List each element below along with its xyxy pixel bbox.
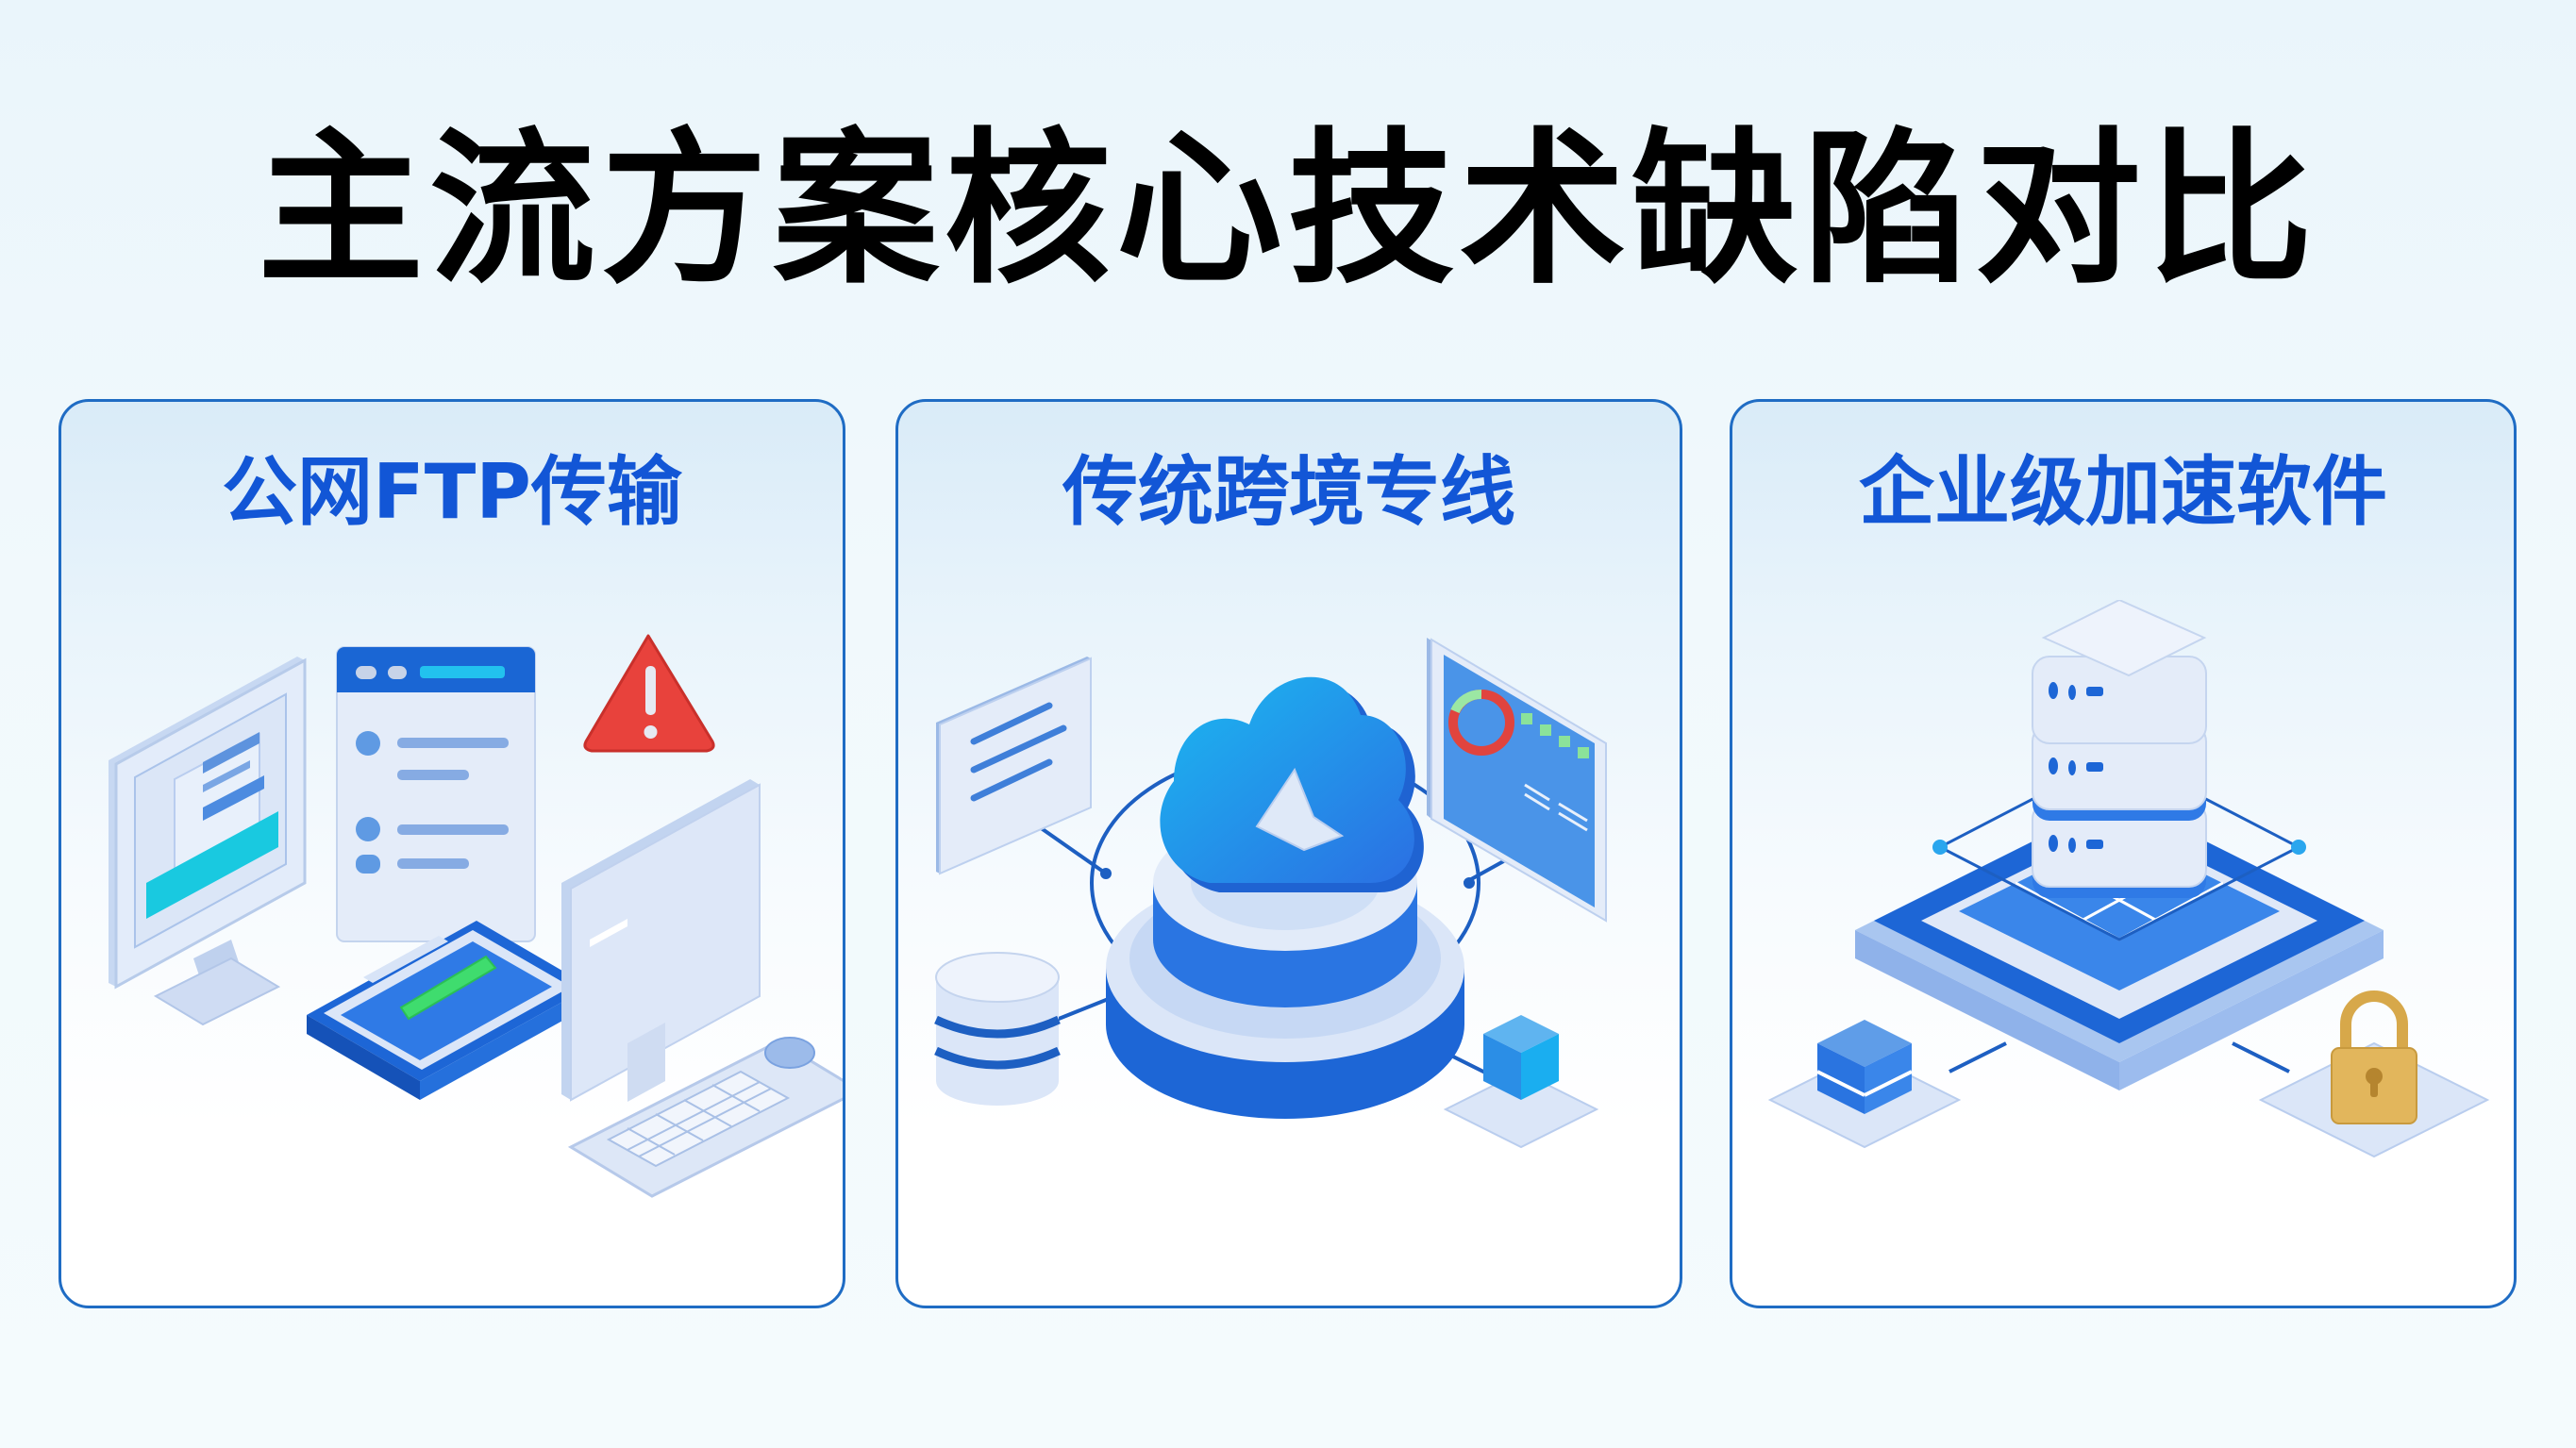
- card-public-ftp: 公网FTP传输: [59, 399, 845, 1308]
- keyboard-icon: [567, 1040, 843, 1198]
- cube-node-icon: [1443, 1015, 1599, 1149]
- card-title: 公网FTP传输: [222, 448, 682, 536]
- card-title: 企业级加速软件: [1859, 448, 2387, 536]
- warning-triangle-icon: [583, 634, 715, 753]
- desktop-monitor-icon: [109, 657, 307, 1026]
- card-acceleration-software: 企业级加速软件: [1730, 399, 2517, 1308]
- browser-window-icon: [336, 646, 536, 942]
- laptop-progress-icon: [307, 921, 590, 1100]
- cloud-icon: [1160, 676, 1424, 892]
- storage-block-icon: [1767, 1020, 1962, 1149]
- card-leased-line: 传统跨境专线: [895, 399, 1682, 1308]
- computer-monitor-back-icon: [561, 779, 761, 1102]
- server-stack-icon: [2032, 600, 2207, 898]
- document-panel-icon: [936, 657, 1092, 875]
- acceleration-illustration: [1732, 600, 2514, 1204]
- card-title: 传统跨境专线: [1062, 448, 1515, 536]
- database-icon: [934, 952, 1061, 1106]
- leased-line-illustration: [898, 600, 1680, 1204]
- padlock-icon: [2258, 990, 2490, 1158]
- ftp-illustration: [61, 600, 843, 1204]
- page-title: 主流方案核心技术缺陷对比: [257, 113, 2318, 307]
- mouse-icon: [764, 1037, 815, 1069]
- dashboard-panel-icon: [1427, 638, 1607, 923]
